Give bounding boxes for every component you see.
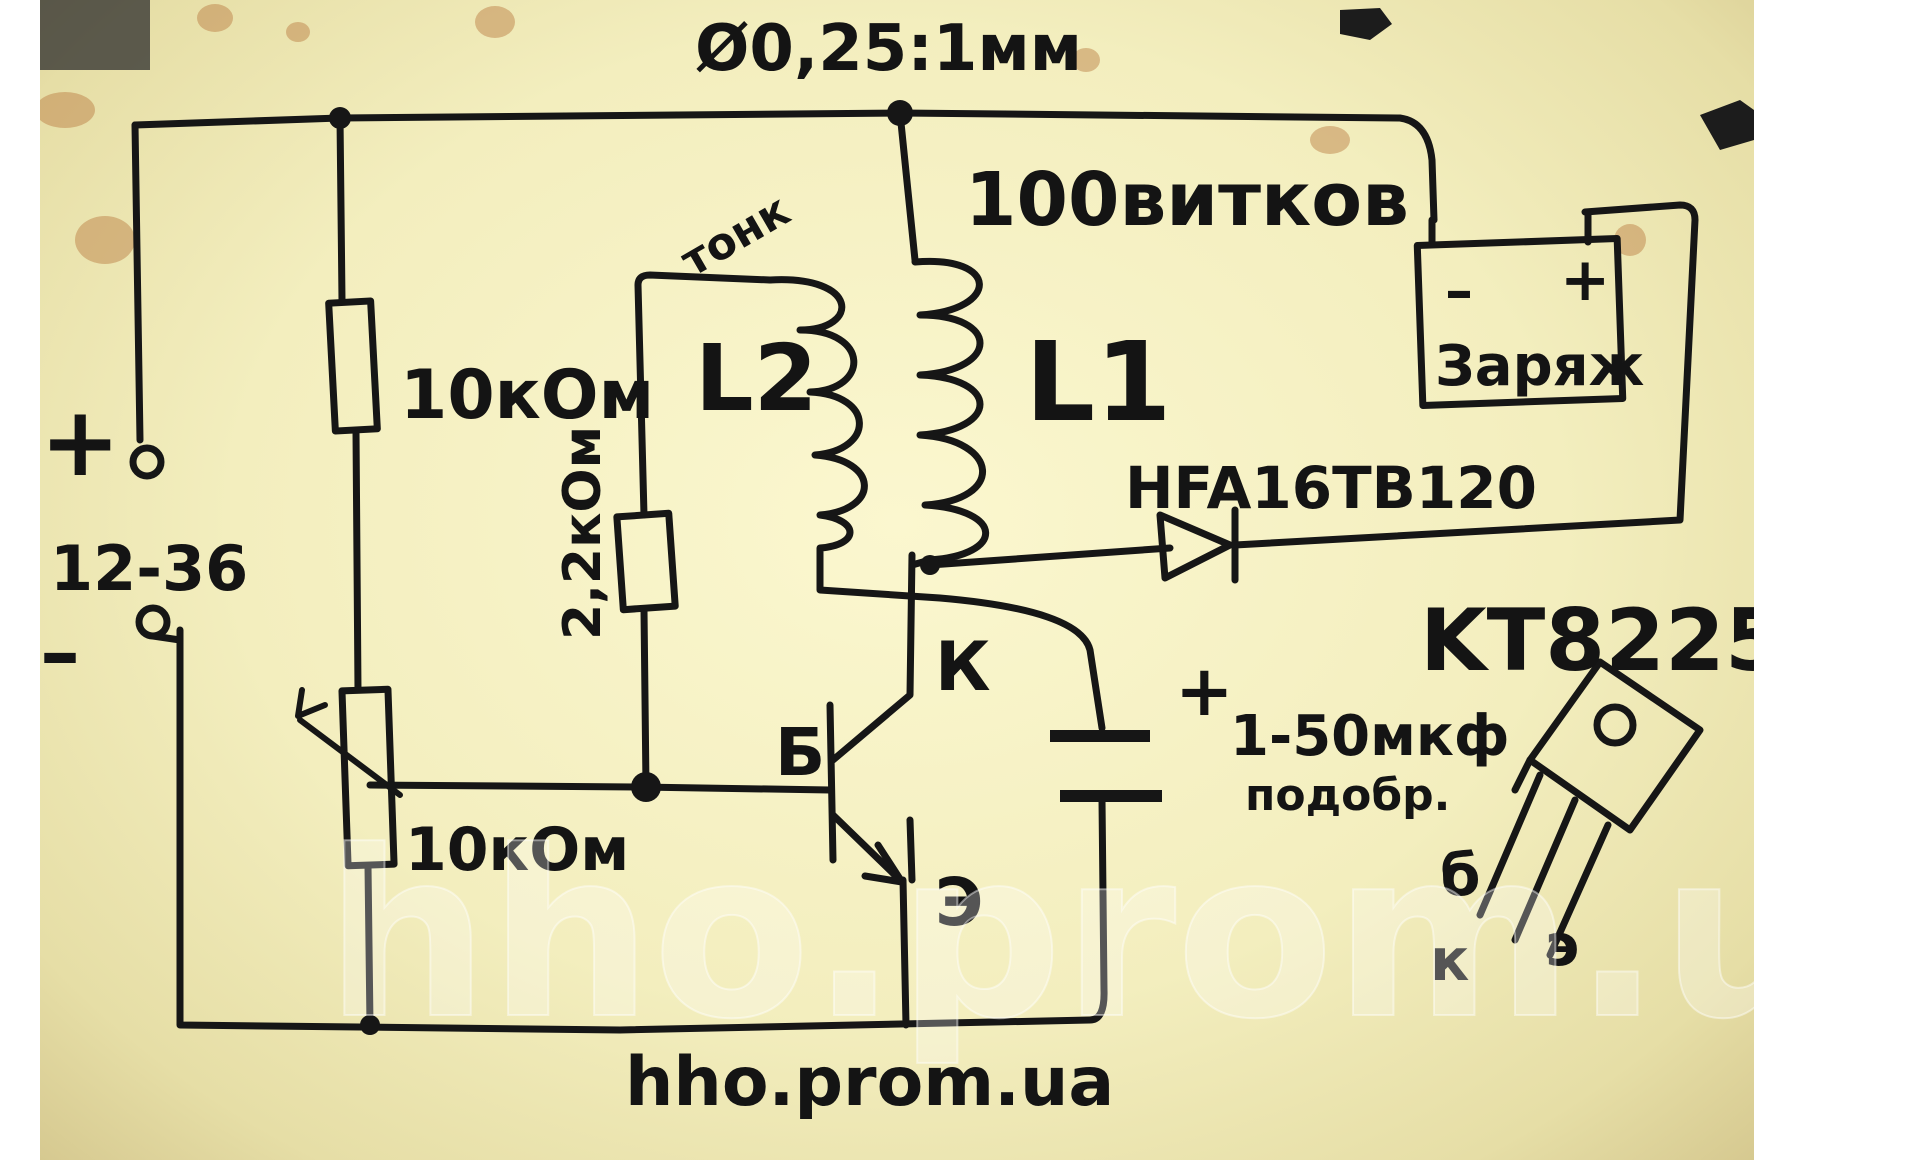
supply-voltage-label: 12-36 <box>50 532 248 605</box>
battery-minus-label: – <box>1445 259 1473 324</box>
battery-label: Заряж <box>1435 334 1644 399</box>
supply-plus-label: + <box>40 386 120 498</box>
capacitor-plus-label: + <box>1175 650 1234 732</box>
turns-label: 100витков <box>965 157 1409 243</box>
schematic-paper: Ø0,25:1мм 100витков тонк L2 L1 10кОм 2,2… <box>40 0 1754 1160</box>
package-k-label: к <box>1430 926 1469 994</box>
r3-label: 10кОм <box>405 815 629 885</box>
pin-k-label: К <box>935 628 991 707</box>
l1-label: L1 <box>1025 318 1172 446</box>
watermark: hho.prom.ua <box>325 803 1754 1070</box>
r2-label: 2,2кОм <box>553 426 613 640</box>
background-blots <box>40 0 1754 264</box>
pin-e-label: Э <box>935 864 983 941</box>
wire-diameter-label: Ø0,25:1мм <box>695 12 1082 86</box>
l2-label: L2 <box>695 325 818 432</box>
footer-label: hho.prom.ua <box>625 1043 1114 1122</box>
circuit-diagram: Ø0,25:1мм 100витков тонк L2 L1 10кОм 2,2… <box>40 0 1754 1122</box>
pin-b-label: Б <box>775 714 825 791</box>
supply-minus-label: – <box>40 606 80 699</box>
capacitor-note-label: подобр. <box>1245 770 1450 821</box>
transistor-label: KT8225A <box>1420 591 1754 691</box>
battery-plus-label: + <box>1560 245 1610 315</box>
package-b-label: б <box>1440 841 1481 909</box>
thin-label: тонк <box>673 185 799 287</box>
diode-label: HFA16TB120 <box>1125 454 1537 522</box>
capacitor-value-label: 1-50мкф <box>1230 704 1509 769</box>
r1-label: 10кОм <box>400 356 654 435</box>
circuit-wires <box>129 100 1704 1035</box>
transistor-package <box>1476 658 1704 959</box>
package-e-label: э <box>1545 911 1579 979</box>
